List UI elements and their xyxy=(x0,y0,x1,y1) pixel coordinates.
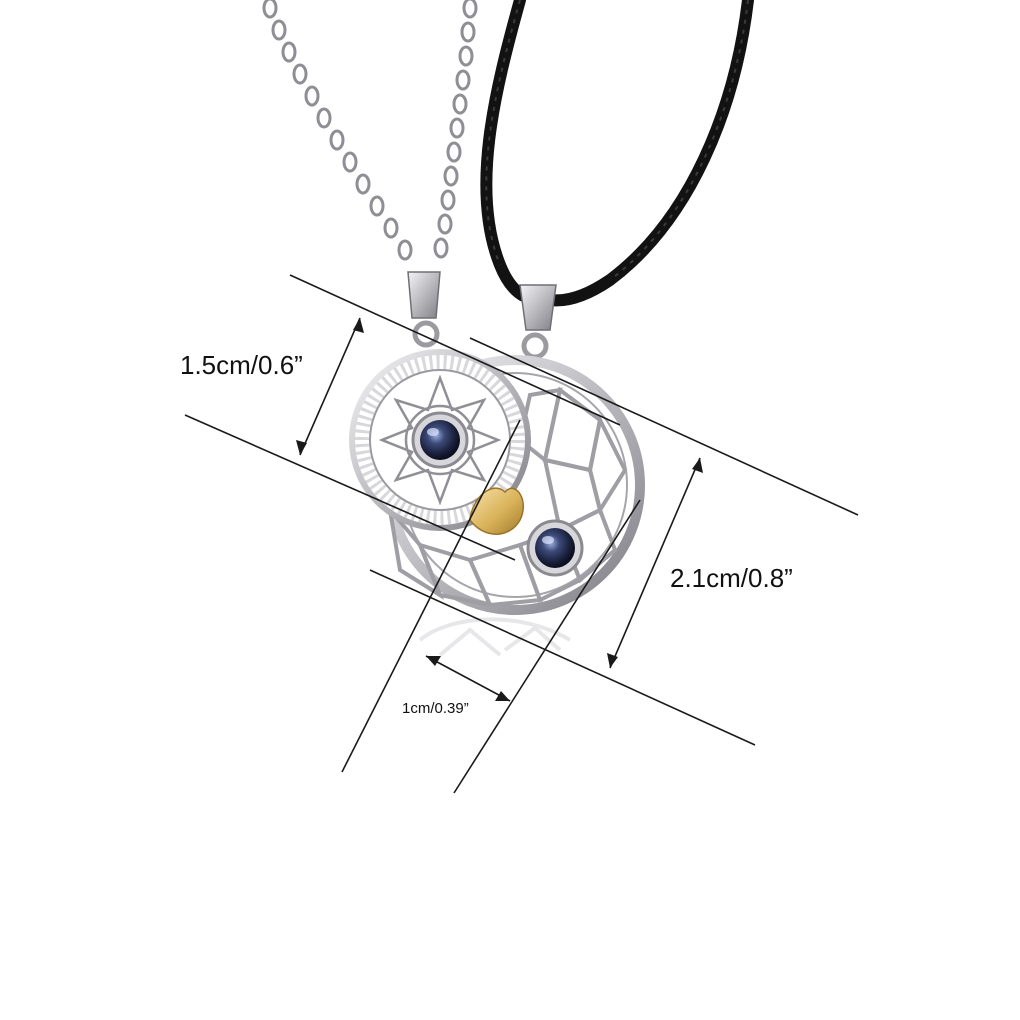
silver-chain xyxy=(262,0,478,261)
left-bail xyxy=(407,271,441,348)
height-dimension-label: 1.5cm/0.6” xyxy=(180,350,303,380)
width-dimension-label: 1cm/0.39” xyxy=(402,700,469,717)
dimension-lines xyxy=(184,274,859,794)
moon-projection-stone xyxy=(526,519,584,577)
sun-projection-stone xyxy=(411,411,469,469)
dimension-arrowheads xyxy=(296,318,703,701)
length-dimension-label: 2.1cm/0.8” xyxy=(670,563,793,593)
right-bail xyxy=(519,284,557,360)
pendant-reflection xyxy=(418,617,572,657)
black-cord xyxy=(480,0,754,307)
